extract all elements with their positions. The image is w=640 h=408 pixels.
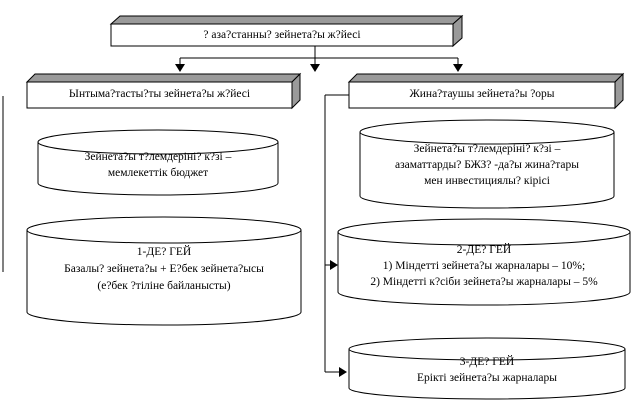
right-cylinder-1-shape	[359, 119, 615, 209]
right-cylinder-2-shape	[337, 218, 631, 306]
left-box-label: Ынтыма?тасты?ты зейнета?ы ж?йесі	[68, 88, 251, 100]
right-cylinder-1-line1: Зейнета?ы т?лемдеріні? к?зі –	[413, 143, 561, 155]
right-cylinder-2-tier: 2-ДЕ? ГЕЙ	[456, 244, 512, 256]
left-cylinder-2-shape	[26, 216, 302, 326]
top-box-label: ? аза?станны? зейнета?ы ж?йесі	[203, 29, 361, 41]
right-cylinder-3-shape	[348, 337, 626, 400]
right-box-shape	[347, 72, 625, 110]
right-cylinder-3-tier: 3-ДЕ? ГЕЙ	[459, 356, 515, 368]
left-cylinder-1-shape	[37, 129, 279, 196]
right-connector	[324, 94, 349, 377]
right-box-label: Жина?таушы зейнета?ы ?оры	[409, 88, 555, 100]
right-cylinder-2-line3: 2) Міндетті к?сіби зейнета?ы жарналары –…	[370, 276, 598, 288]
right-cylinder-3-line2: Ерікті зейнета?ы жарналары	[416, 372, 558, 384]
left-cylinder-2-line2: Базалы? зейнета?ы + Е?бек зейнета?ысы	[64, 263, 264, 275]
left-cylinder-1-line2: мемлекеттік бюджет	[107, 167, 209, 179]
top-connectors	[175, 46, 463, 72]
left-cylinder-2-tier: 1-ДЕ? ГЕЙ	[136, 246, 192, 258]
right-cylinder-2-line2: 1) Міндетті зейнета?ы жарналары – 10%;	[382, 260, 586, 272]
left-box-shape	[25, 72, 302, 110]
right-cylinder-1-line2: азаматтарды? БЖЗ? -да?ы жина?тары	[395, 159, 579, 171]
top-box-shape	[109, 14, 464, 48]
left-cylinder-2-line3: (е?бек ?тіліне байланысты)	[97, 280, 231, 292]
right-cylinder-1-line3: мен инвестициялы? кірісі	[424, 175, 550, 187]
left-cylinder-1-line1: Зейнета?ы т?лемдеріні? к?зі –	[84, 151, 232, 163]
